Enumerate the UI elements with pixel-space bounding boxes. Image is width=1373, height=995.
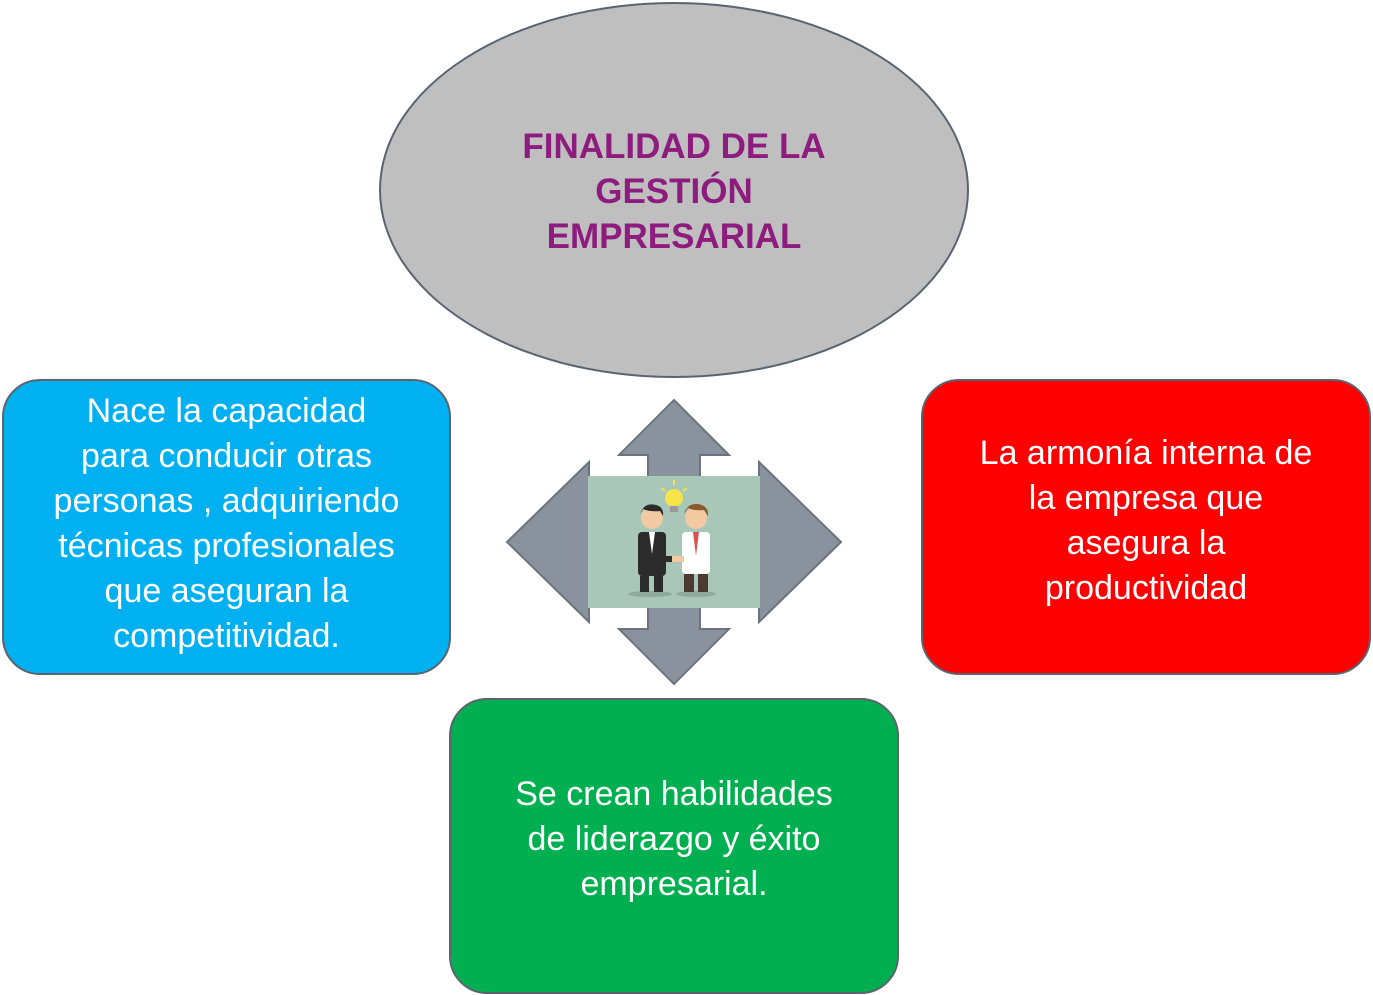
- title-ellipse: FINALIDAD DE LA GESTIÓN EMPRESARIAL: [379, 2, 969, 378]
- diagram-title: FINALIDAD DE LA GESTIÓN EMPRESARIAL: [522, 126, 826, 256]
- businessman-right-icon: [672, 503, 710, 592]
- bottom-box-text: Se crean habilidades de liderazgo y éxit…: [515, 774, 833, 903]
- left-box: Nace la capacidad para conducir otras pe…: [2, 379, 451, 675]
- businessman-left-icon: [638, 504, 678, 592]
- right-box: La armonía interna de la empresa que ase…: [921, 379, 1371, 675]
- right-box-text: La armonía interna de la empresa que ase…: [979, 434, 1313, 607]
- left-box-text: Nace la capacidad para conducir otras pe…: [53, 392, 400, 655]
- bottom-box: Se crean habilidades de liderazgo y éxit…: [449, 698, 899, 994]
- lightbulb-icon: [660, 480, 688, 512]
- handshake-idea-image: [588, 476, 760, 608]
